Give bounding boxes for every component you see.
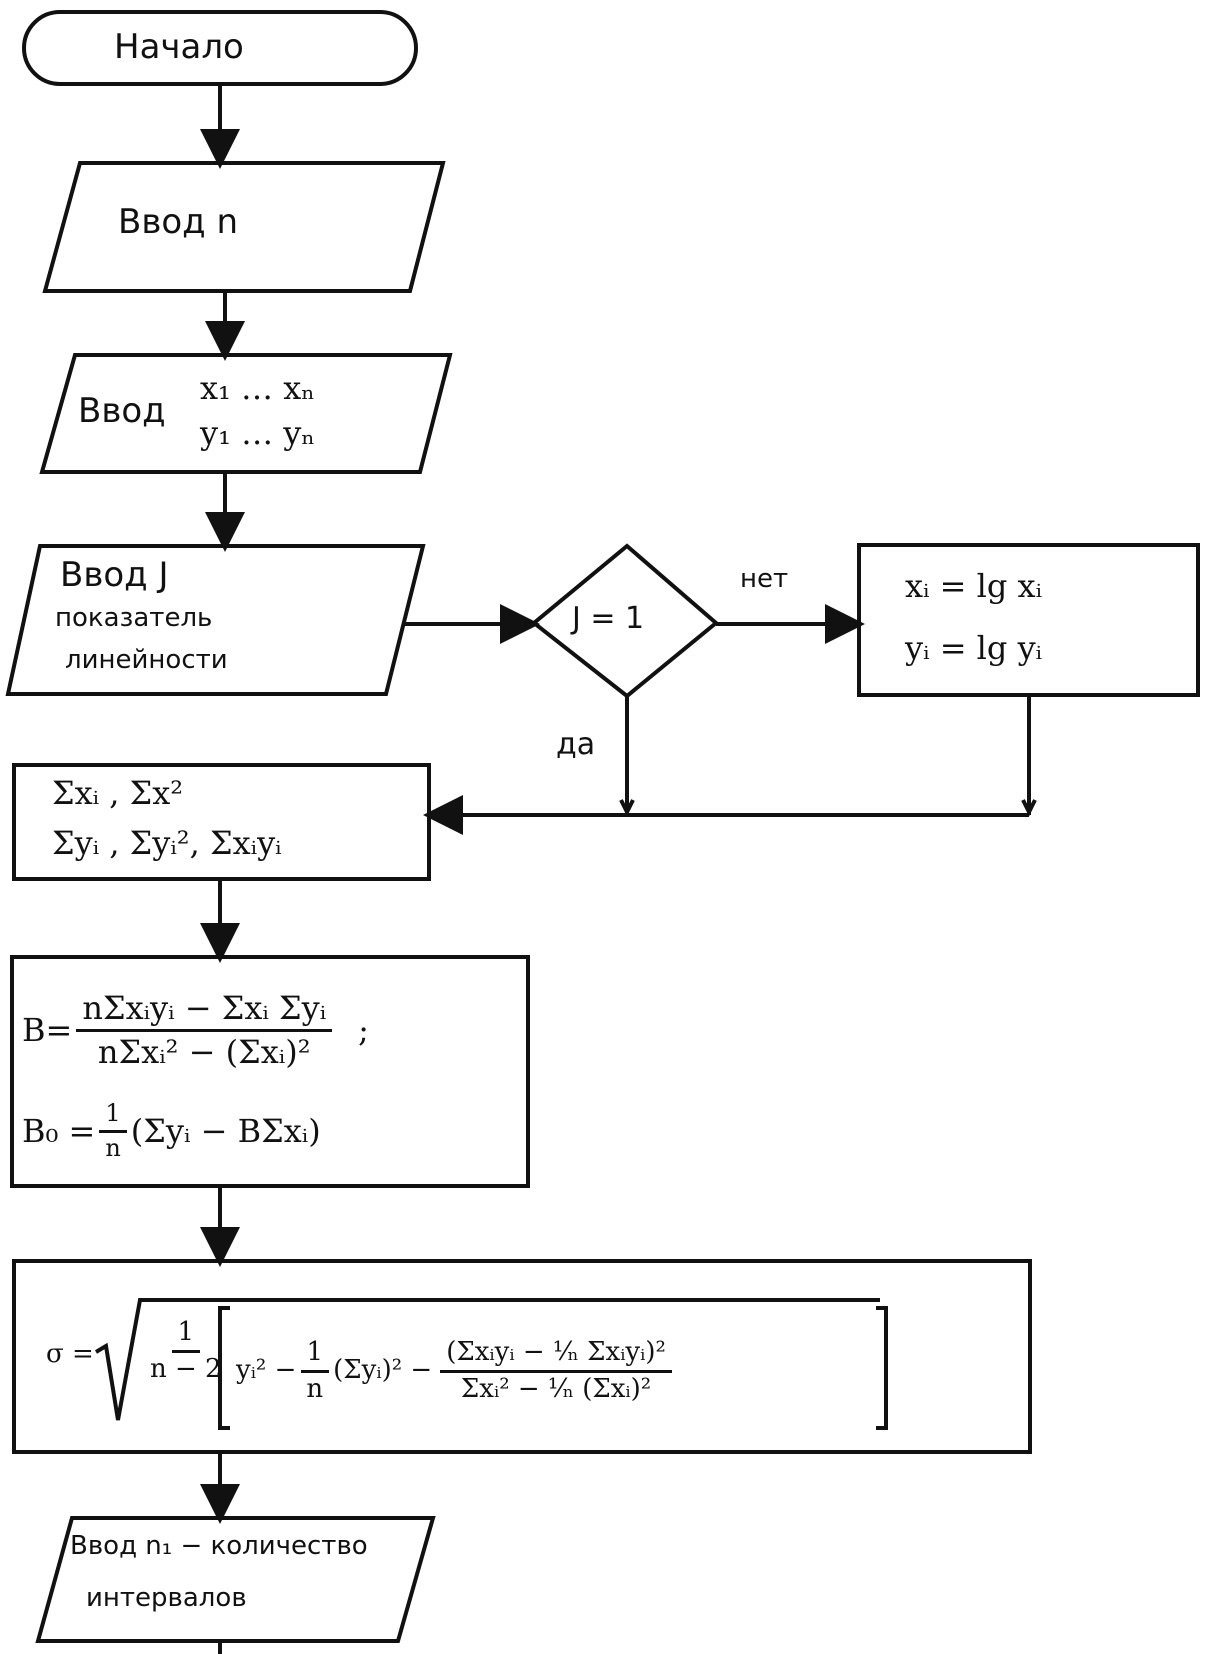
input-n1-line1: Ввод n₁ − количество	[70, 1531, 368, 1561]
log-transform-line2: yᵢ = lg yᵢ	[905, 629, 1043, 667]
input-j-line2: показатель	[55, 603, 213, 633]
sigma-big-fraction: (Σxᵢyᵢ − ¹⁄ₙ Σxᵢyᵢ)² Σxᵢ² − ¹⁄ₙ (Σxᵢ)²	[440, 1337, 672, 1405]
start-label: Начало	[114, 27, 244, 67]
arrowhead-yes	[619, 799, 635, 817]
sigma-frac1: 1 n − 2	[140, 1317, 232, 1385]
input-xy-shape	[39, 353, 453, 474]
regression-b-denominator: nΣxᵢ² − (Σxᵢ)²	[97, 1032, 311, 1071]
regression-b0-rhs: (Σyᵢ − BΣxᵢ)	[130, 1111, 321, 1150]
bracket-right	[876, 1306, 888, 1430]
input-n1-line2: интервалов	[86, 1583, 247, 1613]
input-xy-y-line: y₁ … yₙ	[200, 414, 316, 452]
regression-b-fraction: nΣxᵢyᵢ − Σxᵢ Σyᵢ nΣxᵢ² − (Σxᵢ)²	[76, 990, 333, 1071]
input-xy-prefix: Ввод	[78, 391, 166, 431]
input-j-line3: линейности	[65, 645, 228, 675]
input-n-label: Ввод n	[118, 202, 239, 242]
sigma-term2: (Σyᵢ)² −	[333, 1355, 433, 1386]
input-xy-x-line: x₁ … xₙ	[200, 369, 316, 407]
decision-yes-label: да	[556, 727, 596, 762]
sums-line1: Σxᵢ , Σx²	[52, 774, 184, 812]
regression-b-lhs: B=	[22, 1010, 73, 1049]
regression-b-formula: B= nΣxᵢyᵢ − Σxᵢ Σyᵢ nΣxᵢ² − (Σxᵢ)² ;	[22, 990, 369, 1071]
sigma-big-numerator: (Σxᵢyᵢ − ¹⁄ₙ Σxᵢyᵢ)²	[440, 1337, 672, 1373]
regression-b0-lhs: B₀ =	[22, 1111, 96, 1150]
arrowhead-no	[1021, 799, 1037, 817]
decision-condition: J = 1	[572, 601, 645, 636]
bracket-left	[218, 1306, 230, 1430]
log-transform-line1: xᵢ = lg xᵢ	[905, 567, 1043, 605]
sums-line2: Σyᵢ , Σyᵢ², Σxᵢyᵢ	[52, 824, 282, 862]
sigma-big-denominator: Σxᵢ² − ¹⁄ₙ (Σxᵢ)²	[460, 1373, 652, 1404]
sigma-shape	[12, 1259, 1032, 1454]
input-n1-shape	[35, 1516, 436, 1643]
regression-b0-frac-denominator: n	[105, 1133, 121, 1162]
regression-b-numerator: nΣxᵢyᵢ − Σxᵢ Σyᵢ	[76, 990, 333, 1032]
regression-b0-fraction: 1 n	[99, 1099, 127, 1162]
sigma-inner: yᵢ² − 1 n (Σyᵢ)² − (Σxᵢyᵢ − ¹⁄ₙ Σxᵢyᵢ)² …	[236, 1316, 676, 1426]
sigma-frac1-fraction: 1 n − 2	[144, 1317, 228, 1385]
sigma-frac2-numerator: 1	[300, 1337, 330, 1373]
sigma-frac2-fraction: 1 n	[300, 1337, 330, 1405]
input-j-shape	[5, 544, 426, 696]
regression-b-separator: ;	[358, 1010, 369, 1049]
regression-b0-frac-numerator: 1	[99, 1099, 127, 1133]
input-n-shape	[42, 161, 446, 293]
input-j-line1: Ввод J	[60, 555, 169, 595]
sigma-lhs: σ =	[46, 1339, 94, 1369]
regression-b0-formula: B₀ = 1 n (Σyᵢ − BΣxᵢ)	[22, 1099, 321, 1162]
sigma-frac1-numerator: 1	[171, 1317, 201, 1353]
sigma-frac1-denominator: n − 2	[150, 1353, 222, 1384]
decision-no-label: нет	[740, 564, 789, 594]
sigma-frac2-denominator: n	[306, 1373, 324, 1404]
regression-shape	[10, 955, 530, 1188]
sqrt-sign	[94, 1298, 880, 1421]
sigma-term1: yᵢ² −	[236, 1355, 297, 1386]
